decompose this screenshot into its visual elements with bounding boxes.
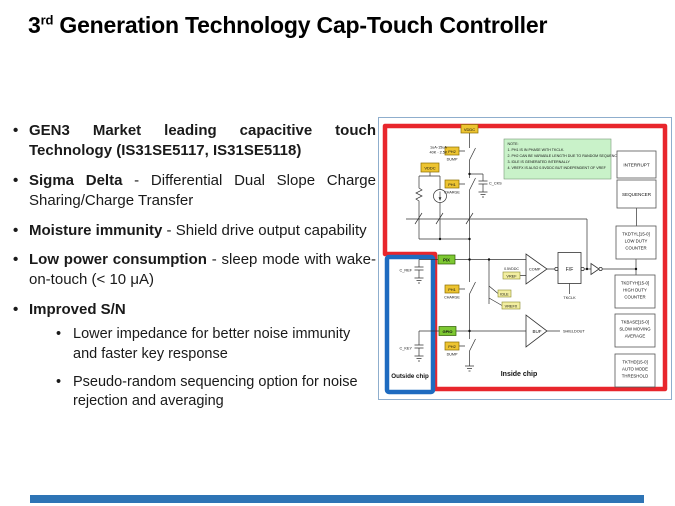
title-text: Generation Technology Cap-Touch Controll… <box>53 12 548 38</box>
current-source-arrow <box>438 197 442 201</box>
svg-text:TKDTYL[15-0]: TKDTYL[15-0] <box>622 232 649 237</box>
vddc-left-box <box>420 162 440 173</box>
vddc-label: VDDC <box>424 166 435 171</box>
ff-output-bubble <box>580 267 585 271</box>
ph2-label: PH2 <box>448 344 456 349</box>
phase-boxes <box>420 124 479 351</box>
c-cks-label: C_CKS <box>489 182 502 186</box>
ph1-charge-box <box>444 179 460 189</box>
sequencer-label: SEQUENCER <box>622 192 652 197</box>
idle-box <box>497 289 512 298</box>
svg-text:HIGH DUTY: HIGH DUTY <box>623 288 647 293</box>
bullet-improved-sn: Improved S/N Lower impedance for better … <box>10 300 376 412</box>
main-bullets: GEN3 Market leading capacitive touch Tec… <box>10 121 376 412</box>
bullet-gen3: GEN3 Market leading capacitive touch Tec… <box>10 121 376 162</box>
outside-chip-border <box>384 254 436 395</box>
inside-chip-label: Inside chip <box>501 371 538 378</box>
svg-text:TKDTYH[15-0]: TKDTYH[15-0] <box>621 281 649 286</box>
note-box: NOTE: 1. PH1 IS IN PHASE WITH TKCLK. 2. … <box>503 138 620 180</box>
charge-label: CHARGE <box>444 296 460 300</box>
pix-label: PIX <box>443 258 450 263</box>
pix-pin-box <box>437 254 456 265</box>
svg-text:COUNTER: COUNTER <box>625 246 646 251</box>
ph2-dump-box <box>444 146 460 156</box>
wires <box>406 133 637 372</box>
current-range-label: 1uA-15uA <box>430 146 447 150</box>
note-line: 3. IDLE IS GENERATED INTERNALLY <box>508 160 571 164</box>
half-vddc-label: 0.5VDDC <box>504 267 519 271</box>
inverter-bubble <box>598 267 603 271</box>
gpio-label: GPIO <box>442 329 452 334</box>
phase-box-labels: VDDC VDDC PH2 DUMP PH1 CHARGE PH1 CHARGE… <box>424 127 475 357</box>
junction-dots <box>438 172 638 333</box>
vrefx-label: VREFX <box>505 304 518 308</box>
sub-bullets: Lower impedance for better noise immunit… <box>29 325 376 412</box>
bullet-moisture: Moisture immunity - Shield drive output … <box>10 221 376 242</box>
interrupt-label: INTERRUPT <box>623 163 649 168</box>
interrupt-box <box>616 150 657 179</box>
sub-bullet-impedance: Lower impedance for better noise immunit… <box>56 325 376 364</box>
svg-text:AVERAGE: AVERAGE <box>625 334 646 339</box>
comp-triangle <box>525 253 548 285</box>
resistor-range-label: 40K - 2.5K <box>430 151 448 155</box>
bullet-sigma-delta: Sigma Delta - Differential Dual Slope Ch… <box>10 171 376 212</box>
c-ref-label: C_REF <box>400 269 413 273</box>
bullet-low-power: Low power consumption - sleep mode with … <box>10 250 376 291</box>
ff-label: F/F <box>566 267 574 273</box>
ph2-label: PH2 <box>448 149 456 154</box>
svg-text:SLOW MOVING: SLOW MOVING <box>619 327 651 332</box>
block-diagram: NOTE: 1. PH1 IS IN PHASE WITH TKCLK. 2. … <box>382 123 668 395</box>
svg-text:TKBASE[15-0]: TKBASE[15-0] <box>621 320 649 325</box>
ff-input-bubble <box>554 267 559 271</box>
ph1-charge-box2 <box>444 284 460 294</box>
gpio-pin-box <box>438 326 457 336</box>
shieldout-label: SHIELDOUT <box>563 330 585 334</box>
ph1-label: PH1 <box>448 287 456 292</box>
register-boxes <box>614 150 657 388</box>
vddc-label: VDDC <box>464 127 475 132</box>
svg-text:COUNTER: COUNTER <box>624 295 645 300</box>
comp-label: COMP <box>529 268 541 272</box>
sub-bullet-pseudo-random: Pseudo-random sequencing option for nois… <box>56 373 376 412</box>
sequencer-box <box>616 179 657 209</box>
page-title: 3rd Generation Technology Cap-Touch Cont… <box>28 12 547 39</box>
inverter-triangle <box>590 262 600 276</box>
svg-text:LOW DUTY: LOW DUTY <box>625 239 648 244</box>
tkdtyl-box <box>615 225 657 260</box>
vrefx-box <box>501 301 521 310</box>
dump-label: DUMP <box>447 353 458 357</box>
vref-label: VREF <box>506 274 517 278</box>
outside-chip-label: Outside chip <box>391 373 429 380</box>
title-ordinal: rd <box>40 12 54 28</box>
dump-label: DUMP <box>447 158 458 162</box>
idle-label: IDLE <box>500 292 509 296</box>
buf-triangle <box>525 314 548 348</box>
tkdtyh-box <box>614 274 656 309</box>
bullet-list: GEN3 Market leading capacitive touch Tec… <box>10 121 376 421</box>
vref-box <box>502 271 521 280</box>
block-diagram-panel: NOTE: 1. PH1 IS IN PHASE WITH TKCLK. 2. … <box>378 117 672 400</box>
reference-boxes <box>497 271 521 310</box>
title-number: 3 <box>28 12 41 38</box>
svg-text:TKTHD[15-0]: TKTHD[15-0] <box>622 360 647 365</box>
note-line: 1. PH1 IS IN PHASE WITH TKCLK. <box>508 148 565 152</box>
note-line: NOTE: <box>508 142 519 146</box>
register-labels: INTERRUPT SEQUENCER TKDTYL[15-0] LOW DUT… <box>619 163 651 379</box>
ph2-dump-box2 <box>444 341 460 351</box>
charge-label: CHARGE <box>444 191 460 195</box>
svg-text:AUTO MODE: AUTO MODE <box>622 367 648 372</box>
svg-text:THRESHOLD: THRESHOLD <box>622 374 649 379</box>
vddc-top-box <box>460 124 479 134</box>
tkclk-label: TKCLK <box>563 296 576 300</box>
tkthd-box <box>614 353 656 388</box>
ph1-label: PH1 <box>448 182 456 187</box>
note-line: 2. PH2 CAN BE VARIABLE LENGTH DUE TO RAN… <box>508 154 620 158</box>
buf-label: BUF <box>533 329 542 334</box>
bottom-accent-bar <box>30 495 644 503</box>
note-line: 4. VREFX IS ALSO 0.5VDDC BUT INDEPENDENT… <box>508 166 607 170</box>
tkbase-box <box>614 313 656 348</box>
c-key-label: C_KEY <box>400 347 413 351</box>
